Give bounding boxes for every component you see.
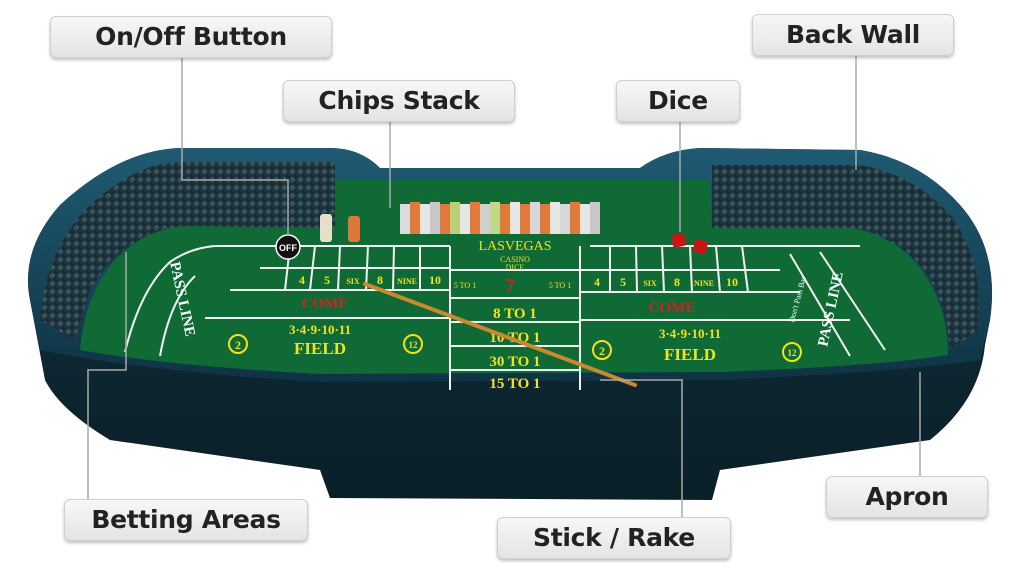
five-to-one-right: 5 TO 1 bbox=[549, 281, 571, 290]
place-number: 8 bbox=[674, 275, 680, 289]
field-left: FIELD bbox=[294, 339, 346, 358]
field-2-circle-right bbox=[592, 340, 612, 360]
back-wall-right bbox=[712, 165, 980, 350]
field-12-right: 12 bbox=[788, 348, 798, 358]
callout-chips-stack: Chips Stack bbox=[283, 80, 515, 122]
stick-rake bbox=[363, 282, 637, 387]
callout-apron: Apron bbox=[826, 476, 988, 518]
place-number: SIX bbox=[346, 277, 360, 286]
place-number: 4 bbox=[594, 275, 600, 289]
leader-lines bbox=[87, 54, 921, 520]
dice bbox=[671, 233, 708, 255]
five-to-one-left: 5 TO 1 bbox=[454, 281, 476, 290]
field-2-left: 2 bbox=[235, 338, 241, 352]
prop-bet: 30 TO 1 bbox=[489, 354, 540, 370]
field-12-left: 12 bbox=[409, 340, 419, 350]
place-number: 10 bbox=[429, 273, 441, 287]
callout-betting-areas: Betting Areas bbox=[64, 499, 308, 541]
place-number: 10 bbox=[726, 275, 738, 289]
place-number: NINE bbox=[397, 277, 417, 286]
place-number: NINE bbox=[694, 279, 714, 288]
place-number: 5 bbox=[620, 275, 626, 289]
callout-stick-rake: Stick / Rake bbox=[497, 517, 731, 559]
field-numbers-right: 3·4·9·10·11 bbox=[659, 326, 721, 341]
prop-bet: 15 TO 1 bbox=[489, 376, 540, 392]
field-2-circle-left bbox=[228, 334, 248, 354]
field-12-circle-left bbox=[403, 334, 423, 354]
field-2-right: 2 bbox=[599, 344, 605, 358]
brand-casino: CASINO bbox=[500, 255, 530, 264]
field-right: FIELD bbox=[664, 345, 716, 364]
field-12-circle-right bbox=[782, 342, 802, 362]
place-number: SIX bbox=[643, 279, 657, 288]
come-left: COME bbox=[302, 296, 349, 312]
come-right: COME bbox=[649, 300, 696, 316]
puck-label: OFF bbox=[279, 243, 297, 253]
place-numbers-left: 4 5 SIX 8 NINE 10 bbox=[299, 273, 441, 287]
brand-title: LASVEGAS bbox=[478, 239, 551, 254]
prop-bet: 8 TO 1 bbox=[493, 306, 537, 322]
felt-surface bbox=[80, 180, 948, 374]
back-wall-left bbox=[40, 161, 335, 340]
chip-stacks bbox=[320, 202, 600, 242]
place-numbers-right: 4 5 SIX 8 NINE 10 bbox=[594, 275, 738, 289]
place-number: 8 bbox=[377, 273, 383, 287]
felt-lines bbox=[124, 245, 886, 390]
place-number: 4 bbox=[299, 273, 305, 287]
field-numbers-left: 3·4·9·10·11 bbox=[289, 322, 351, 337]
callout-back-wall: Back Wall bbox=[752, 14, 954, 56]
callout-on-off-button: On/Off Button bbox=[50, 16, 332, 58]
any-seven: 7 bbox=[505, 275, 515, 297]
brand-dice: DICE bbox=[506, 263, 525, 272]
place-number: 5 bbox=[324, 273, 330, 287]
callout-dice: Dice bbox=[616, 80, 740, 122]
